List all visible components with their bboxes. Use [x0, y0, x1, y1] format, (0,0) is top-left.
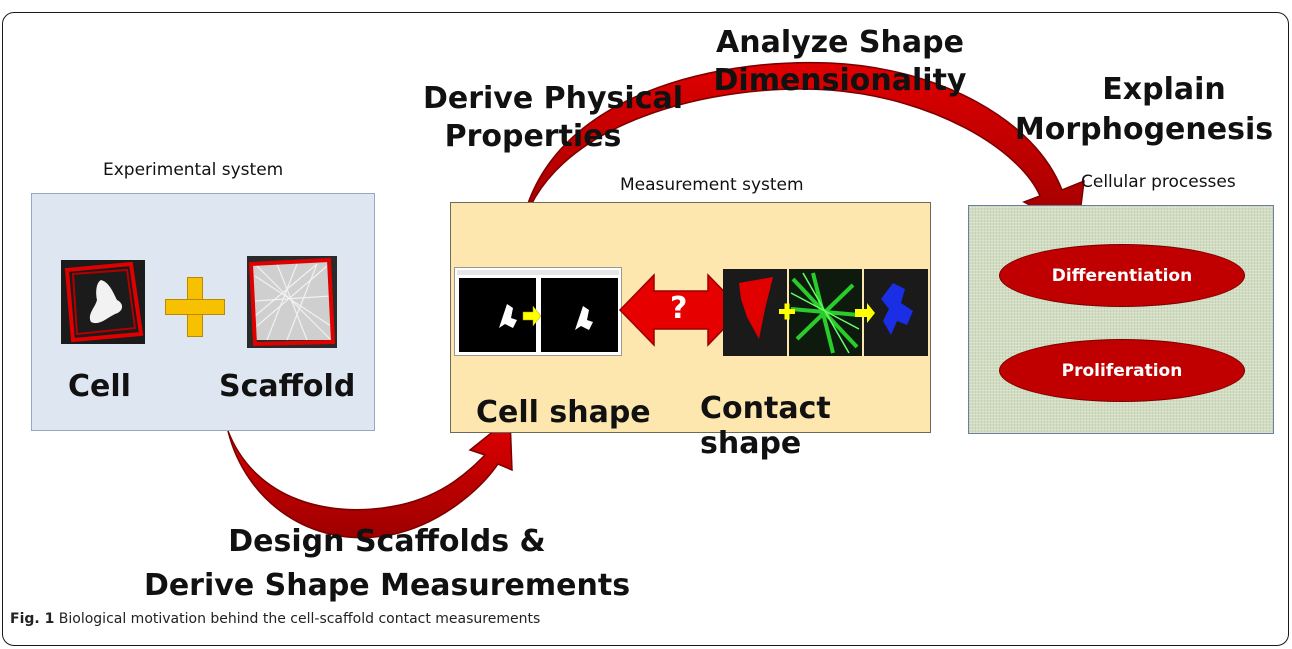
- cellular-processes-panel: Differentiation Proliferation: [968, 205, 1274, 434]
- proliferation-ellipse: Proliferation: [999, 339, 1245, 402]
- scaffold-image: [247, 256, 337, 348]
- design-scaffolds-label: Design Scaffolds & Derive Shape Measurem…: [143, 524, 631, 603]
- bottom-curved-arrow: [227, 416, 513, 539]
- analyze-shape-label: Analyze Shape Dimensionality: [713, 25, 967, 98]
- experimental-system-title: Experimental system: [103, 160, 284, 180]
- contact-shape-label: Contact shape: [700, 391, 831, 461]
- explain-morphogenesis-label: Explain Morphogenesis: [1014, 72, 1274, 147]
- contact-shape-images: [723, 269, 928, 356]
- figure-caption: Fig. 1 Biological motivation behind the …: [10, 611, 540, 627]
- question-mark: ?: [670, 291, 688, 326]
- measurement-system-title: Measurement system: [620, 175, 804, 195]
- derive-physical-label: Derive Physical Properties: [422, 81, 684, 154]
- top-curved-arrow: [519, 61, 1085, 237]
- caption-text: Biological motivation behind the cell-sc…: [54, 611, 541, 627]
- measurement-system-panel: ? Cell shape Contact shape: [450, 202, 931, 461]
- scaffold-label: Scaffold: [219, 369, 356, 404]
- cell-shape-label: Cell shape: [476, 395, 651, 430]
- cell-image: [61, 260, 145, 344]
- experimental-system-panel: Cell Scaffold: [31, 193, 375, 431]
- cell-label: Cell: [68, 369, 131, 404]
- cell-shape-screenshot: [454, 267, 622, 356]
- differentiation-ellipse: Differentiation: [999, 244, 1245, 307]
- plus-icon: [165, 277, 225, 337]
- cellular-processes-title: Cellular processes: [1081, 172, 1236, 192]
- caption-label: Fig. 1: [10, 611, 55, 627]
